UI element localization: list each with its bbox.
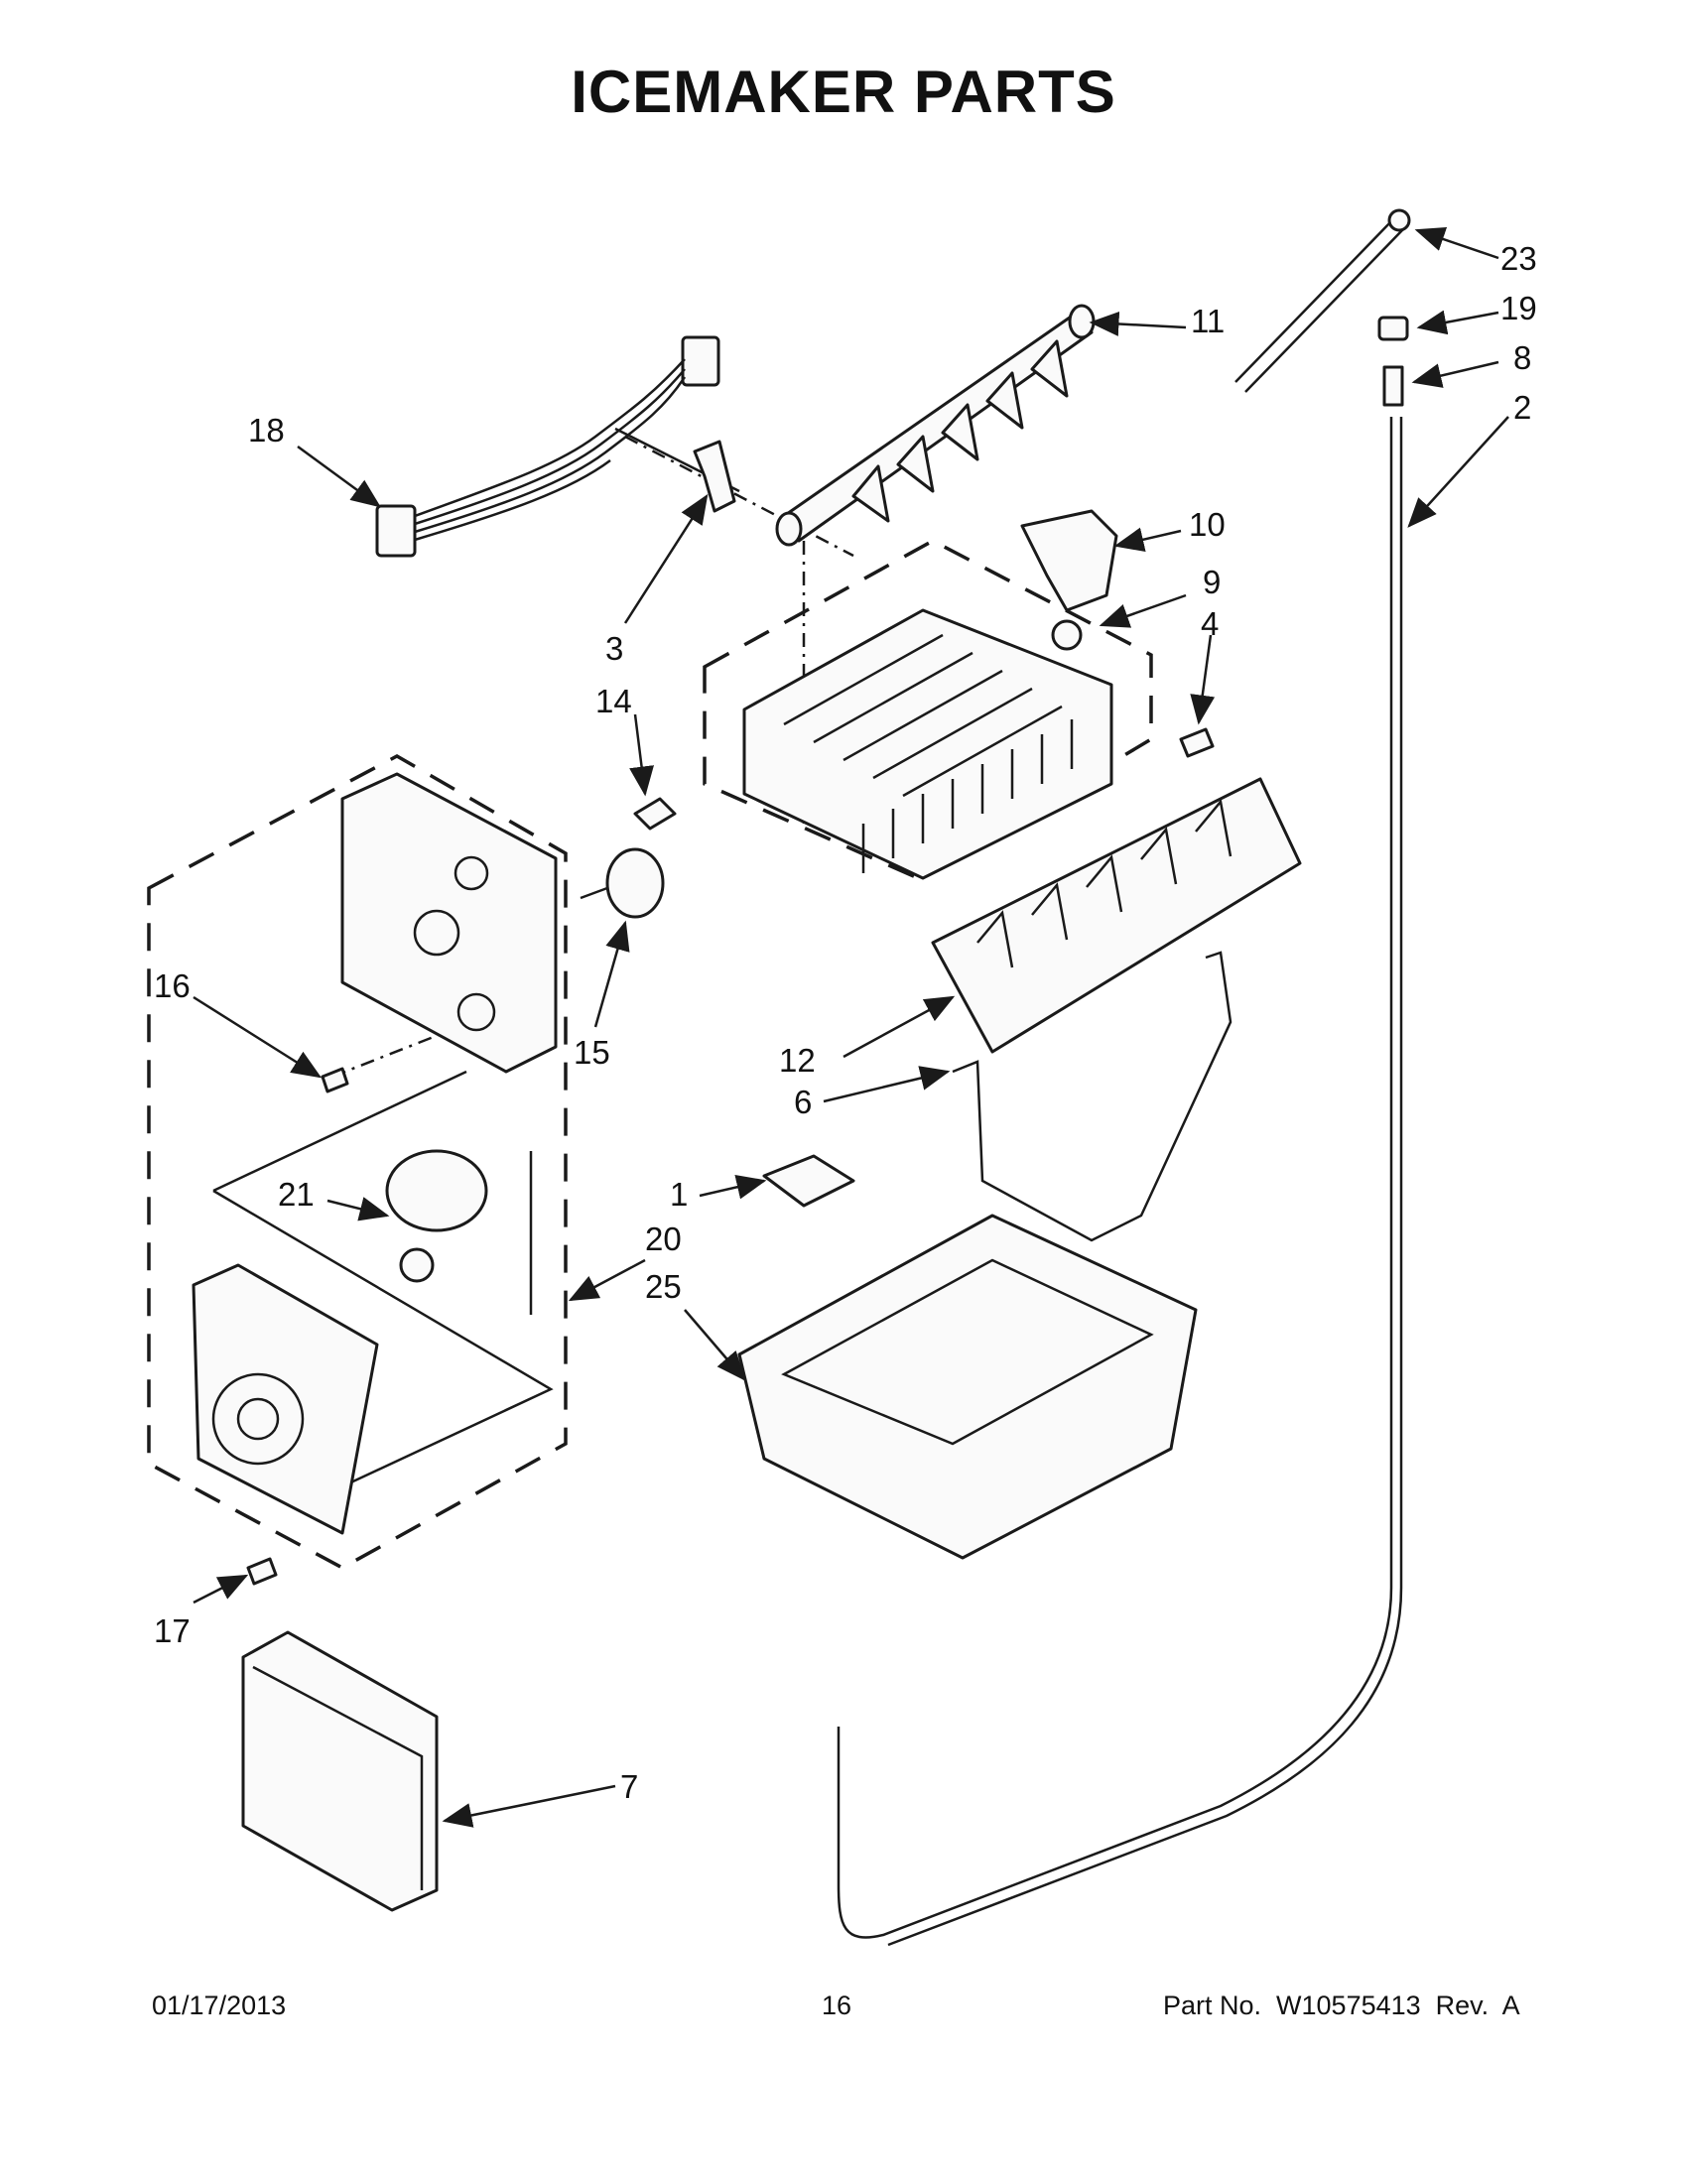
callout-9: 9 <box>1203 564 1221 600</box>
callout-11: 11 <box>1191 303 1225 339</box>
icemaker-assembly-outline <box>703 539 1153 880</box>
drive-motor <box>385 1149 533 1315</box>
callout-3: 3 <box>605 630 623 667</box>
callout-16: 16 <box>154 967 191 1004</box>
callout-2: 2 <box>1513 389 1531 426</box>
callout-25: 25 <box>645 1268 682 1305</box>
callout-15: 15 <box>574 1034 610 1071</box>
control-housing <box>340 772 558 1074</box>
ejector-blade-assembly <box>775 304 1096 547</box>
wire-line <box>212 1189 554 1495</box>
ice-stripper <box>931 777 1302 1054</box>
housing-screw <box>321 1067 349 1093</box>
control-module-outline <box>147 753 568 1570</box>
callout-12: 12 <box>779 1042 816 1079</box>
shutoff-arm <box>952 951 1233 1242</box>
callout-8: 8 <box>1513 339 1531 376</box>
callout-18: 18 <box>248 412 285 449</box>
callout-4: 4 <box>1201 605 1219 642</box>
callout-1: 1 <box>670 1176 688 1213</box>
callout-23: 23 <box>1500 240 1537 277</box>
footer-date: 01/17/2013 <box>152 1991 287 2020</box>
icemaker-cover <box>241 1630 439 1912</box>
wire-line <box>212 1070 467 1193</box>
thermostat <box>580 847 665 919</box>
callout-labels: 23 19 8 2 11 10 9 4 18 3 14 15 16 12 6 1… <box>154 240 1537 1805</box>
callout-14: 14 <box>595 683 632 719</box>
callout-10: 10 <box>1189 506 1226 543</box>
callout-19: 19 <box>1500 290 1537 326</box>
bin-bracket <box>762 1154 855 1208</box>
mounting-screw <box>1179 727 1215 758</box>
axis-line <box>624 435 854 558</box>
wire-harness <box>375 335 740 558</box>
callout-20: 20 <box>645 1220 682 1257</box>
cover-screw <box>246 1557 278 1586</box>
callout-17: 17 <box>154 1612 191 1649</box>
ice-bin <box>737 1214 1198 1560</box>
water-fill-cup <box>1020 509 1118 612</box>
leader-lines <box>193 227 1509 1828</box>
harness-clip <box>693 440 736 513</box>
footer-page-number: 16 <box>822 1991 852 2020</box>
footer-part-number: Part No. W10575413 Rev. A <box>1163 1991 1520 2020</box>
control-cover <box>192 1263 379 1535</box>
page-title: ICEMAKER PARTS <box>571 59 1116 125</box>
callout-7: 7 <box>620 1768 638 1805</box>
callout-21: 21 <box>278 1176 315 1213</box>
icemaker-mold <box>742 608 1113 880</box>
thermostat-clip <box>633 797 677 831</box>
callout-6: 6 <box>794 1084 812 1120</box>
fill-tube-assembly <box>837 208 1411 1947</box>
